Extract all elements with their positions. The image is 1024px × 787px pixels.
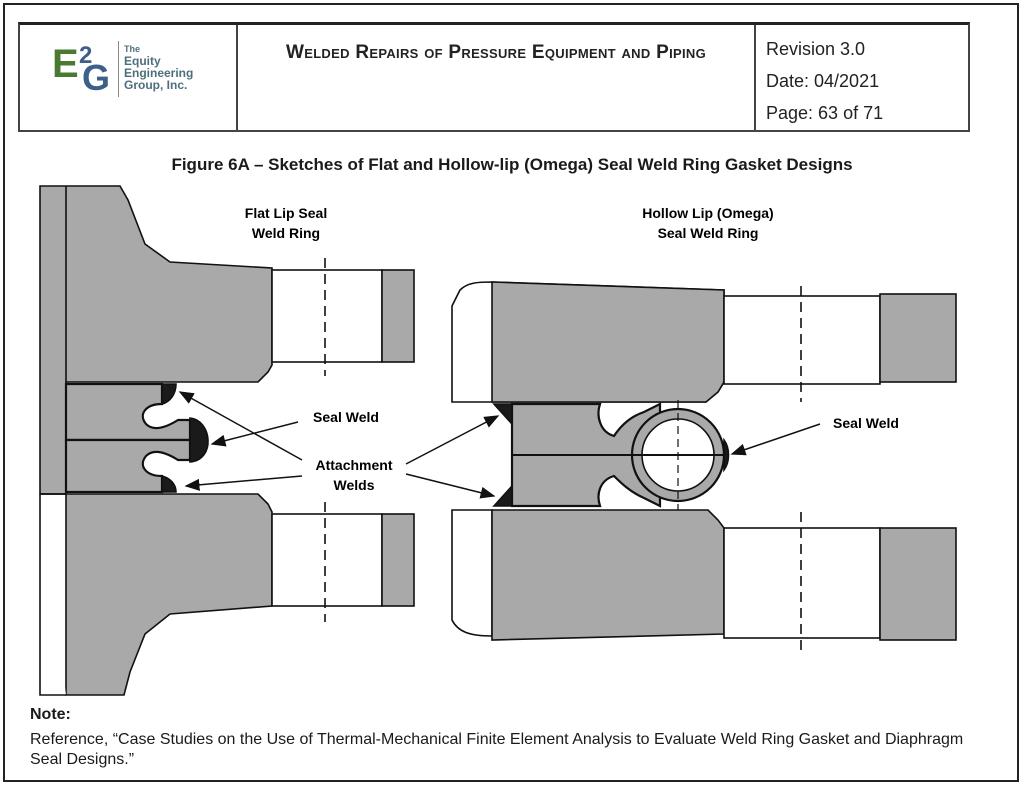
right-bottom-flange: [491, 509, 725, 641]
attachment-leader-left-bottom: [184, 475, 303, 491]
left-attachment-weld-bottom: [161, 474, 177, 493]
attachment-leader-left-top: [178, 391, 303, 461]
attachment-leader-right-bottom: [405, 473, 496, 499]
left-bottom-flange-tip: [381, 513, 415, 607]
logo-line-4: Group, Inc.: [124, 78, 188, 92]
right-label-line-1: Hollow Lip (Omega): [642, 205, 773, 221]
document-title: Welded Repairs of Pressure Equipment and…: [285, 42, 706, 63]
attachment-label-line-2: Welds: [334, 477, 375, 493]
svg-text:G: G: [82, 57, 110, 97]
title-cell: Welded Repairs of Pressure Equipment and…: [238, 25, 756, 130]
right-bottom-bolt-hole: [723, 527, 881, 639]
page-border: [3, 3, 1019, 782]
right-attachment-weld-top: [492, 403, 513, 427]
flat-lip-ring-bottom: [64, 438, 192, 494]
right-seal-weld-leader: [730, 423, 821, 456]
left-top-flange-tip: [381, 269, 415, 363]
right-seal-weld-label: Seal Weld: [833, 415, 899, 431]
right-attachment-weld-bottom: [492, 483, 513, 507]
figure-title: Figure 6A – Sketches of Flat and Hollow-…: [171, 155, 853, 174]
right-label-line-2: Seal Weld Ring: [658, 225, 759, 241]
flat-lip-ring-top: [64, 382, 192, 442]
logo-divider: [118, 41, 119, 97]
omega-assembly: [451, 281, 957, 650]
left-attachment-weld-top: [161, 383, 177, 406]
logo-line-1: The: [124, 44, 141, 54]
svg-text:E: E: [52, 42, 79, 86]
note-text: Reference, “Case Studies on the Use of T…: [30, 731, 964, 768]
e2g-logo: E 2 G: [52, 42, 110, 97]
attachment-label-line-1: Attachment: [315, 457, 392, 473]
right-bottom-flange-tip: [879, 527, 957, 641]
flat-lip-assembly: [39, 185, 415, 696]
logo-line-2: Equity: [124, 54, 161, 68]
left-label-line-2: Weld Ring: [252, 225, 320, 241]
note-label: Note:: [30, 706, 71, 723]
left-bottom-flange: [40, 493, 273, 696]
right-top-flange-tip: [879, 293, 957, 383]
logo-line-3: Engineering: [124, 66, 194, 80]
meta-cell: Revision 3.0 Date: 04/2021 Page: 63 of 7…: [756, 25, 968, 130]
svg-text:2: 2: [79, 42, 92, 69]
revision-text: Revision 3.0: [766, 39, 866, 59]
logo-cell: E 2 G The Equity Engineering Group, Inc.: [20, 25, 238, 130]
left-label-line-1: Flat Lip Seal: [245, 205, 327, 221]
document-header: E 2 G The Equity Engineering Group, Inc.…: [18, 22, 970, 132]
right-top-bolt-hole: [723, 295, 881, 385]
left-seal-weld: [189, 417, 209, 463]
date-text: Date: 04/2021: [766, 71, 880, 91]
page-number-text: Page: 63 of 71: [766, 103, 884, 123]
left-seal-weld-label: Seal Weld: [313, 409, 379, 425]
attachment-leader-right-top: [405, 415, 500, 465]
logo-wordmark: The Equity Engineering Group, Inc.: [124, 43, 193, 91]
left-bottom-bolt-hole: [271, 513, 383, 607]
right-seal-weld: [723, 437, 730, 473]
left-top-bolt-hole: [271, 269, 383, 363]
